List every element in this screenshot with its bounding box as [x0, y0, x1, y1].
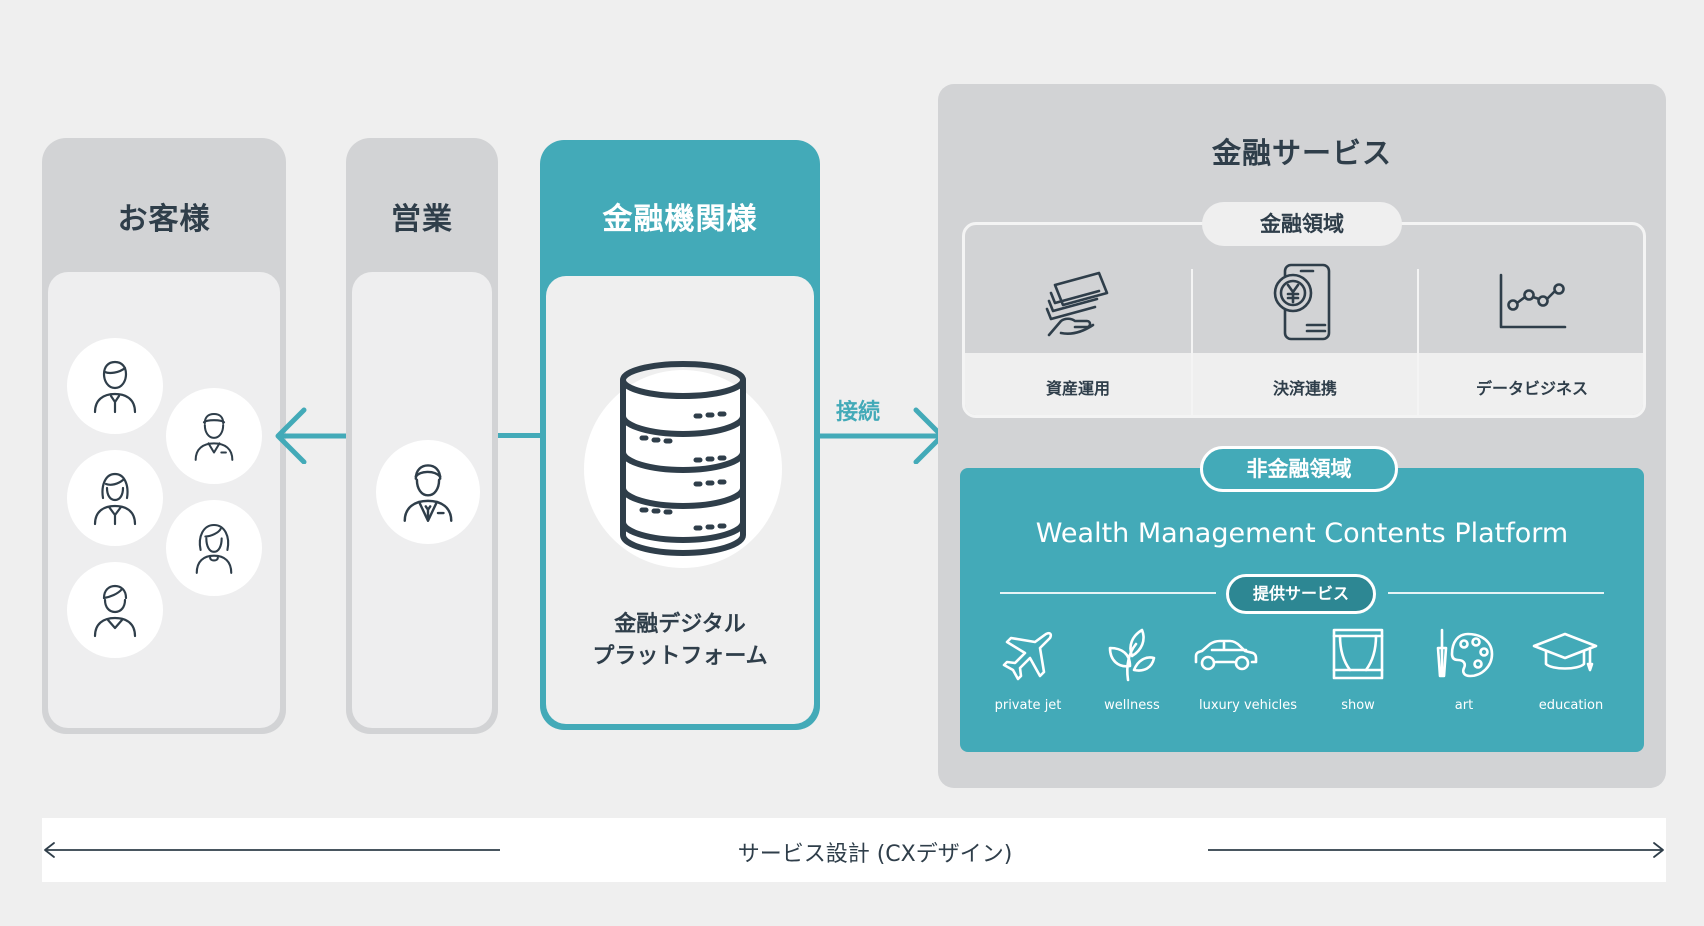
- database-server-icon: [620, 361, 746, 556]
- data-chart-icon: [1499, 273, 1567, 329]
- show-stage-icon: [1332, 628, 1384, 680]
- provided-services-badge: 提供サービス: [1226, 574, 1376, 614]
- businessman-icon: [403, 464, 453, 523]
- customer-avatar: [166, 388, 262, 484]
- provided-service-label: art: [1454, 698, 1474, 713]
- sales-column: 営業: [346, 138, 498, 734]
- institution-panel: 金融デジタル プラットフォーム: [546, 276, 814, 724]
- financial-services-title: 金融サービス: [1211, 136, 1392, 170]
- divider: [1000, 592, 1216, 594]
- provided-service-label: show: [1341, 698, 1375, 713]
- arrow-left-icon: [275, 407, 350, 464]
- sales-column-title: 営業: [391, 202, 453, 237]
- arrow-right-icon: [820, 407, 945, 464]
- customer-avatar: [67, 562, 163, 658]
- person-male-icon: [194, 412, 234, 461]
- wellness-leaf-icon: [1108, 628, 1156, 682]
- customer-avatar: [67, 338, 163, 434]
- connect-label: 接続: [836, 400, 881, 425]
- financial-domain-box: 資産運用 決済連携 データビジネス: [962, 222, 1646, 418]
- person-female-icon: [195, 523, 233, 574]
- provided-service-label: education: [1538, 698, 1604, 713]
- customers-column: お客様: [42, 138, 286, 734]
- platform-label-line2: プラットフォーム: [592, 644, 768, 669]
- provided-service-label: wellness: [1104, 698, 1160, 713]
- sales-panel: [352, 272, 492, 728]
- customer-avatar: [67, 450, 163, 546]
- asset-management-icon: [1045, 271, 1109, 337]
- divider: [1191, 269, 1193, 415]
- financial-item-label: 決済連携: [1272, 379, 1337, 398]
- divider: [1417, 269, 1419, 415]
- divider: [1388, 592, 1604, 594]
- sales-avatar: [376, 440, 480, 544]
- nonfinancial-domain-badge: 非金融領域: [1200, 446, 1398, 492]
- institution-column: 金融機関様 金融デジタル プラットフォーム: [540, 140, 820, 730]
- person-male-icon: [93, 584, 137, 638]
- person-male-icon: [93, 360, 137, 414]
- customers-column-title: お客様: [117, 202, 211, 237]
- cx-design-label: サービス設計 (CXデザイン): [737, 842, 1013, 867]
- platform-label-line1: 金融デジタル: [614, 612, 746, 637]
- financial-item-label: データビジネス: [1475, 379, 1588, 398]
- financial-domain-badge: 金融領域: [1202, 202, 1402, 246]
- person-female-icon: [93, 472, 137, 526]
- education-cap-icon: [1532, 632, 1598, 672]
- cx-design-bar: サービス設計 (CXデザイン): [42, 818, 1666, 882]
- customer-avatar: [166, 500, 262, 596]
- financial-services-panel: 金融サービス 資産運用: [938, 84, 1666, 788]
- luxury-vehicle-icon: [1194, 639, 1258, 671]
- connector-line: [498, 433, 540, 438]
- nonfinancial-domain-box: Wealth Management Contents Platform 提供サー…: [960, 468, 1644, 752]
- provided-service-label: private jet: [994, 698, 1062, 713]
- provided-service-label: luxury vehicles: [1198, 698, 1298, 713]
- customers-panel: [48, 272, 280, 728]
- wealth-platform-title: Wealth Management Contents Platform: [1035, 518, 1569, 549]
- private-jet-icon: [1002, 631, 1053, 681]
- institution-column-title: 金融機関様: [602, 202, 758, 237]
- yen-payment-icon: [1273, 263, 1331, 341]
- arrow-left-long-icon: [44, 842, 500, 858]
- financial-domain-label-strip: [965, 353, 1643, 415]
- arrow-right-long-icon: [1208, 842, 1664, 858]
- art-palette-icon: [1436, 628, 1494, 678]
- financial-item-label: 資産運用: [1045, 379, 1110, 398]
